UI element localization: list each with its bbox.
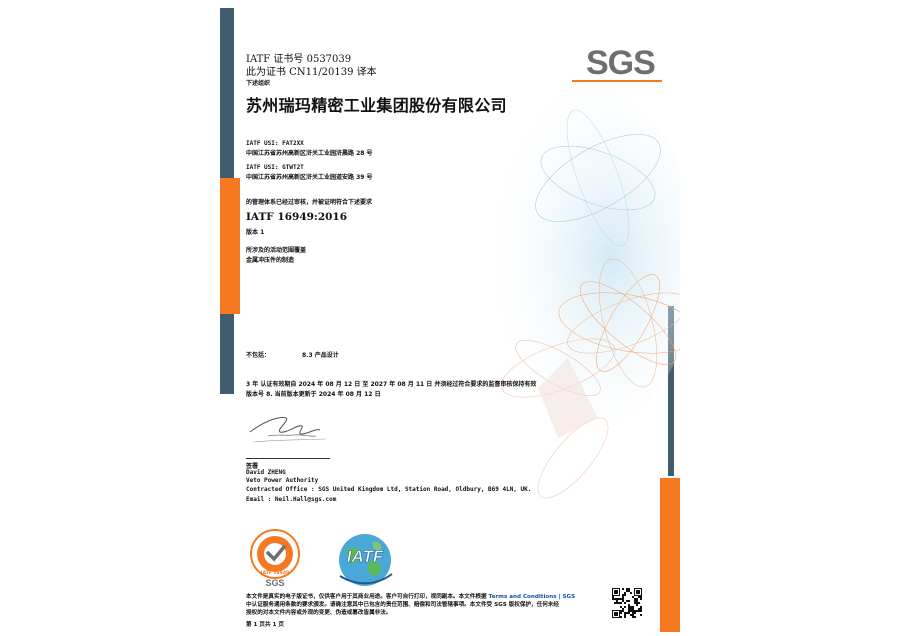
site-2-usi: IATF USI: GTWT2T	[246, 164, 304, 171]
guilloche-pattern	[478, 88, 680, 499]
footer-line-2: 中认证服务通用条款的要求颁发。请确注意其中已包含的责任范围、赔偿和司法管辖事项。…	[246, 602, 560, 608]
left-slate-bar-lower	[220, 314, 234, 394]
signature-label: 签署	[246, 463, 259, 470]
iatf-logo-text: IATF	[347, 547, 384, 566]
right-orange-bar	[660, 478, 680, 632]
sgs-logo: SGS	[586, 44, 656, 82]
validity-statement: 3 年 认证有效期自 2024 年 08 月 12 日 至 2027 年 08 …	[246, 381, 537, 388]
standard-name: IATF 16949:2016	[246, 211, 348, 223]
certificate-number: IATF 证书号 0537039	[246, 54, 352, 65]
footer-line-3: 授权的对本文件内容或外观的变更、伪造或篡改皆属非法。	[246, 610, 392, 616]
certificate-page: SGS IATF 证书号 0537039 此为证书 CN11/20139 译本 …	[220, 8, 680, 632]
footer-line-1-text: 本文件是真实的电子版证书，仅供客户用于其商业用途。客户可自行打印，视同副本。本文…	[246, 594, 487, 600]
signatory-title: Veto Power Authority	[246, 477, 319, 484]
sgs-iatf-seal-icon: IATF 16949 SGS	[250, 529, 300, 588]
exclusion-value: 8.3 产品设计	[302, 352, 339, 359]
standard-edition: 版本 1	[246, 229, 265, 236]
signature-line	[246, 458, 330, 459]
compliance-statement: 的管理体系已经过审核，并被证明符合下述要求	[246, 199, 373, 206]
left-slate-bar	[220, 8, 234, 182]
site-1-address: 中国江苏省苏州高新区浒关工业园浒晨路 28 号	[246, 150, 373, 157]
company-name: 苏州瑞玛精密工业集团股份有限公司	[246, 96, 507, 115]
site-2-address: 中国江苏省苏州高新区浒关工业园道安路 39 号	[246, 174, 373, 181]
left-orange-bar	[220, 178, 240, 314]
terms-link[interactable]: Terms and Conditions | SGS	[488, 594, 576, 600]
exclusion-label: 不包括：	[246, 352, 271, 359]
site-1-usi: IATF USI: FAT2XX	[246, 140, 304, 147]
scope-title: 所涉及的活动范围覆盖	[246, 247, 307, 254]
handwritten-signature	[249, 417, 327, 443]
sgs-logo-underline	[572, 80, 662, 82]
qr-code-icon[interactable]	[612, 588, 642, 618]
translation-line: 此为证书 CN11/20139 译本	[246, 67, 377, 78]
footer-line-1: 本文件是真实的电子版证书，仅供客户用于其商业用途。客户可自行打印，视同副本。本文…	[246, 592, 575, 600]
seal-top-text: IATF 16949	[261, 570, 289, 576]
page-number: 第 1 页共 1 页	[246, 622, 284, 628]
contact-email: Email : Neil.Hall@sgs.com	[246, 496, 337, 503]
scope-text: 金属冲压件的制造	[246, 257, 295, 264]
seal-bottom-text: SGS	[265, 578, 284, 588]
signatory-name: David ZHENG	[246, 469, 286, 476]
right-slate-bar	[668, 306, 674, 476]
contracted-office: Contracted Office : SGS United Kingdom L…	[246, 486, 532, 493]
version-update: 版本号 8. 当前版本更新于 2024 年 08 月 12 日	[246, 391, 381, 398]
organization-label: 下述组织	[246, 80, 271, 87]
iatf-globe-logo: IATF	[339, 534, 393, 586]
